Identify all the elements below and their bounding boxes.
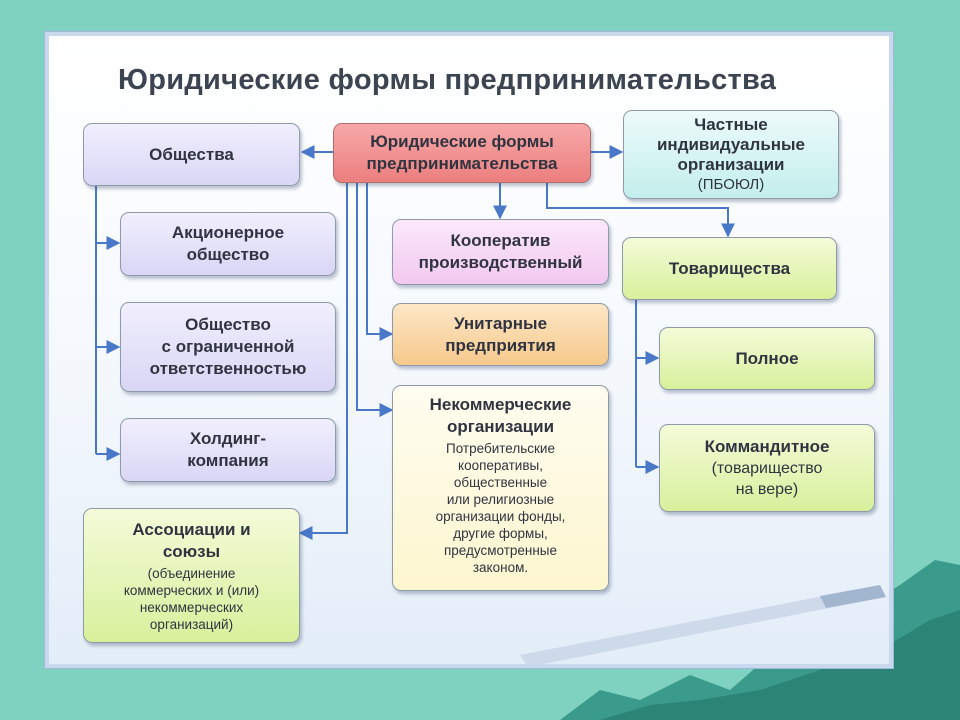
node-obshchestva: Общества	[83, 123, 300, 186]
node-assotsiatsii-note: (объединение коммерческих и (или) некомм…	[123, 565, 260, 632]
node-ooo: Общество с ограниченной ответственностью	[120, 302, 336, 392]
node-ooo-label: Общество с ограниченной ответственностью	[149, 315, 307, 378]
node-polnoe-label: Полное	[735, 348, 799, 368]
node-unitarnye-label: Унитарные предприятия	[445, 313, 556, 355]
node-nekommercheskie: Некоммерческие организации Потребительск…	[392, 385, 609, 591]
node-center-label: Юридические формы предпринимательства	[366, 132, 558, 173]
node-kommanditnoe-label: Коммандитное	[704, 437, 830, 456]
node-aktsionernoe-label: Акционерное общество	[171, 223, 285, 264]
node-kooperativ-label: Кооператив производственный	[418, 231, 583, 272]
node-assotsiatsii: Ассоциации и союзы (объединение коммерче…	[83, 508, 300, 643]
node-aktsionernoe: Акционерное общество	[120, 212, 336, 276]
node-polnoe: Полное	[659, 327, 875, 390]
node-nekommercheskie-label: Некоммерческие организации	[429, 395, 572, 436]
node-kommanditnoe-note: (товарищество на вере)	[711, 460, 823, 498]
node-chastnye: Частные индивидуальные организации (ПБОЮ…	[623, 110, 839, 199]
node-holding-label: Холдинг- компания	[187, 429, 269, 470]
node-chastnye-note: (ПБОЮЛ)	[697, 176, 765, 193]
node-kommanditnoe: Коммандитное (товарищество на вере)	[659, 424, 875, 512]
node-kooperativ: Кооператив производственный	[392, 219, 609, 285]
node-assotsiatsii-label: Ассоциации и союзы	[132, 519, 251, 561]
node-tovarishchestva: Товарищества	[622, 237, 837, 300]
node-chastnye-label: Частные индивидуальные организации	[656, 115, 806, 174]
page-title: Юридические формы предпринимательства	[118, 64, 777, 96]
node-center: Юридические формы предпринимательства	[333, 123, 591, 183]
node-holding: Холдинг- компания	[120, 418, 336, 482]
node-tovarishchestva-label: Товарищества	[668, 258, 791, 278]
node-obshchestva-label: Общества	[149, 144, 234, 164]
node-nekommercheskie-note: Потребительские кооперативы, общественны…	[435, 441, 566, 575]
node-unitarnye: Унитарные предприятия	[392, 303, 609, 366]
